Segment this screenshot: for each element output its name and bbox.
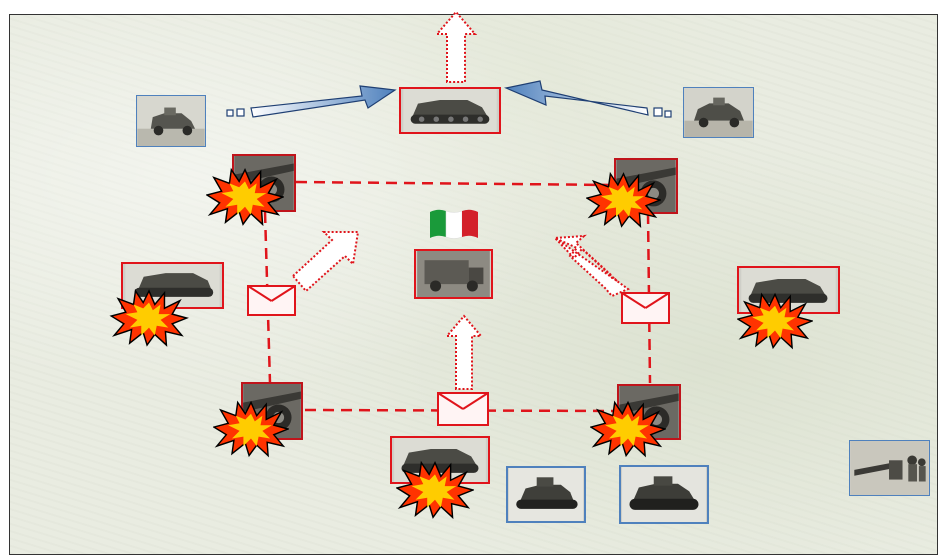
tankette-photo-west: [121, 262, 224, 309]
explosion-icon-south: [396, 461, 474, 519]
perimeter-dashed-line: [263, 180, 652, 413]
light-tank-photo-1: [506, 466, 586, 523]
explosion-icon-se: [590, 401, 666, 457]
explosion-icon-nw: [206, 168, 284, 226]
italian-flag-icon: [428, 206, 480, 240]
obstacle-box-west: [247, 285, 296, 316]
truck-photo-hq: [414, 249, 493, 299]
blue-arrow-left: [226, 85, 397, 118]
tankette-photo-north: [399, 87, 501, 134]
field-gun-crew-photo: [849, 440, 930, 496]
armored-car-photo-right: [683, 87, 754, 138]
red-dotted-arrow-north: [434, 10, 478, 83]
explosion-icon-ne: [586, 173, 661, 227]
obstacle-box-south: [437, 392, 489, 426]
caption-text: [0, 0, 520, 18]
red-dotted-arrow-northwest: [552, 234, 630, 298]
red-dotted-arrow-northeast: [291, 231, 360, 293]
obstacle-box-east: [621, 292, 670, 324]
explosion-icon-west: [110, 290, 188, 346]
explosion-icon-east: [737, 293, 813, 349]
armored-car-photo-left: [136, 95, 206, 147]
red-dotted-arrow-center: [444, 314, 484, 390]
blue-arrow-right: [503, 80, 672, 118]
light-tank-photo-2: [619, 465, 709, 524]
explosion-icon-sw: [213, 401, 289, 457]
